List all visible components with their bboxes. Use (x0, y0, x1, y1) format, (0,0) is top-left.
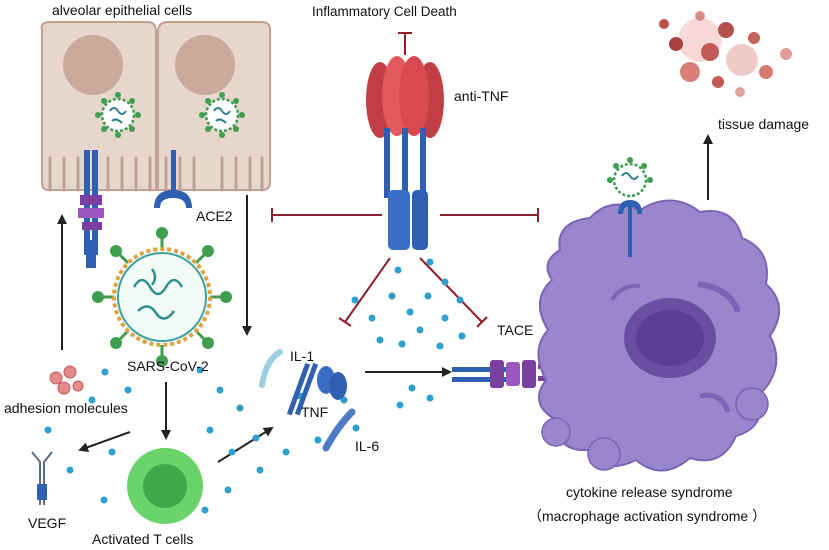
label-tace: TACE (497, 322, 534, 338)
receptor-complex-icon (78, 150, 104, 268)
tissue-damage-icon (659, 11, 792, 97)
nucleus-left (63, 35, 123, 95)
label-ace2: ACE2 (196, 208, 233, 224)
label-anti-tnf: anti-TNF (454, 88, 509, 104)
ace2-receptor-icon (154, 150, 192, 208)
flow-arrows (57, 134, 713, 463)
label-inflammatory-cell-death: Inflammatory Cell Death (312, 4, 457, 19)
label-tissue-damage: tissue damage (718, 116, 810, 132)
label-tnf: TNF (301, 404, 329, 420)
label-alveolar-epithelial-cells: alveolar epithelial cells (52, 2, 193, 18)
virus-icon (95, 92, 141, 138)
label-il-1: IL-1 (290, 348, 315, 364)
microvilli (48, 156, 264, 192)
label-sars-cov-2: SARS-CoV-2 (127, 358, 209, 374)
label-macrophage-activation-syndrome: （macrophage activation syndrome ） (528, 508, 767, 524)
cytokine-dots (44, 258, 466, 514)
label-activated-t-cells: Activated T cells (92, 531, 194, 547)
macrophage-cell-icon (537, 199, 780, 472)
vegf-receptor-icon (31, 451, 53, 505)
label-vegf: VEGF (28, 515, 67, 531)
il-1-cytokine-icon (259, 349, 283, 388)
tnf-receptor-icon (286, 362, 347, 416)
virus-icon (199, 92, 245, 138)
inhibition-lines (271, 32, 539, 328)
nucleus-right (175, 35, 235, 95)
bound-virus-icon (607, 157, 653, 257)
activated-t-cell-icon (127, 448, 203, 524)
il-6-cytokine-icon (322, 408, 356, 452)
label-adhesion-molecules: adhesion molecules (4, 400, 128, 416)
label-cytokine-release-syndrome: cytokine release syndrome (566, 484, 733, 500)
anti-tnf-antibody-icon (366, 56, 444, 250)
adhesion-molecules-icon (49, 365, 84, 395)
alveolar-epithelial-cells (40, 21, 271, 192)
label-il-6: IL-6 (355, 438, 380, 454)
sars-cov-2-virus-icon (92, 227, 232, 367)
